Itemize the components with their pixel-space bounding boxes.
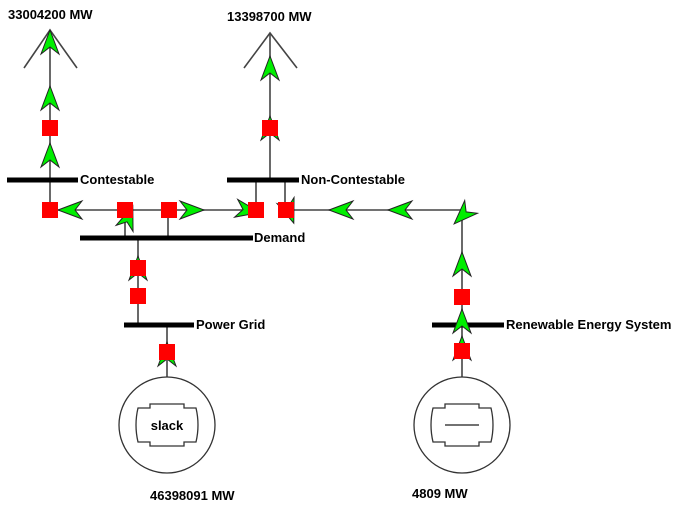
breaker[interactable]: [42, 120, 58, 136]
contestable-load-mw: 33004200 MW: [8, 7, 93, 22]
breaker[interactable]: [454, 343, 470, 359]
breaker[interactable]: [161, 202, 177, 218]
breaker[interactable]: [117, 202, 133, 218]
power-grid-gen-mw: 46398091 MW: [150, 488, 235, 503]
load-non-contestable[interactable]: [243, 31, 298, 69]
breaker[interactable]: [454, 289, 470, 305]
flow-arrows: [40, 29, 478, 367]
non-contestable-bus-label: Non-Contestable: [301, 172, 405, 187]
slack-label: slack: [151, 418, 184, 433]
non-contestable-load-mw: 13398700 MW: [227, 9, 312, 24]
breaker[interactable]: [130, 260, 146, 276]
contestable-bus-label: Contestable: [80, 172, 154, 187]
breaker[interactable]: [248, 202, 264, 218]
generator-slack[interactable]: slack: [118, 376, 216, 474]
generator-renewable[interactable]: [413, 376, 511, 474]
power-grid-bus-label: Power Grid: [196, 317, 265, 332]
breaker[interactable]: [42, 202, 58, 218]
breaker[interactable]: [278, 202, 294, 218]
breaker[interactable]: [130, 288, 146, 304]
renewable-gen-mw: 4809 MW: [412, 486, 468, 501]
demand-bus-label: Demand: [254, 230, 305, 245]
breakers: [42, 120, 470, 360]
breaker[interactable]: [159, 344, 175, 360]
renewable-bus-label: Renewable Energy System: [506, 317, 671, 332]
breaker[interactable]: [262, 120, 278, 136]
